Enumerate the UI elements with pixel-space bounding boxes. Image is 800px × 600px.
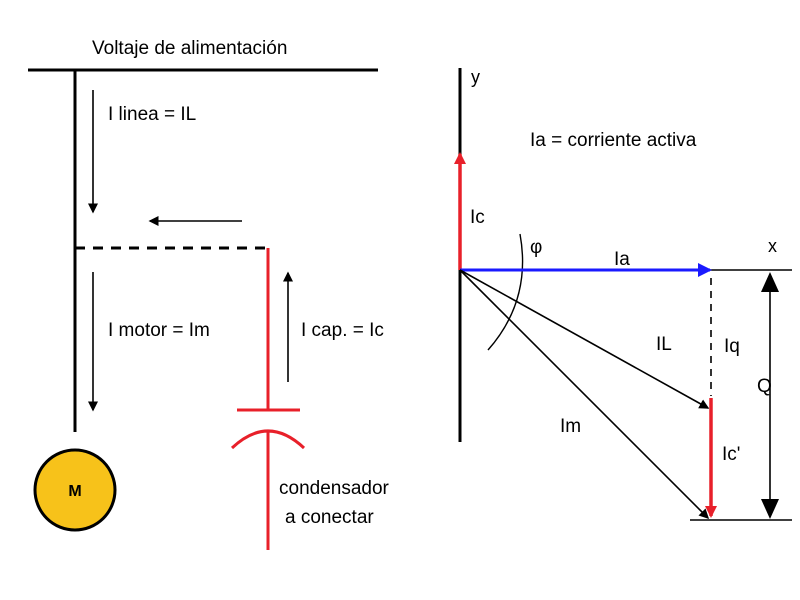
ic-prime-label: Ic' <box>722 444 740 465</box>
phi-angle-arc <box>487 233 524 351</box>
iq-label: Iq <box>724 336 740 357</box>
active-current-note: Ia = corriente activa <box>530 130 697 151</box>
ic-label: Ic <box>470 207 485 228</box>
capacitor-caption-line1: condensador <box>279 478 390 499</box>
circuit-schematic: Voltaje de alimentación I linea = IL I m… <box>28 38 390 550</box>
phi-label: φ <box>530 237 542 258</box>
q-arrow-bottom <box>761 499 779 519</box>
im-label: Im <box>560 416 581 437</box>
line-current-label: I linea = IL <box>108 104 196 125</box>
q-arrow-top <box>761 272 779 292</box>
motor-symbol <box>33 448 117 532</box>
q-label: Q <box>757 376 772 397</box>
il-label: IL <box>656 334 672 355</box>
motor-current-label: I motor = Im <box>108 320 210 341</box>
ia-label: Ia <box>614 249 630 270</box>
im-phasor <box>459 269 710 520</box>
capacitor-current-label: I cap. = Ic <box>301 320 384 341</box>
il-phasor <box>459 269 710 409</box>
motor-symbol-label: M <box>68 483 81 500</box>
x-axis-label: x <box>768 236 777 256</box>
capacitor-caption-line2: a conectar <box>285 507 374 528</box>
supply-voltage-label: Voltaje de alimentación <box>92 38 287 59</box>
y-axis-label: y <box>471 67 480 87</box>
phasor-diagram: y Ia = corriente activa x Ic φ Ia IL Im … <box>454 67 792 521</box>
capacitor-plate-bottom <box>230 429 306 450</box>
